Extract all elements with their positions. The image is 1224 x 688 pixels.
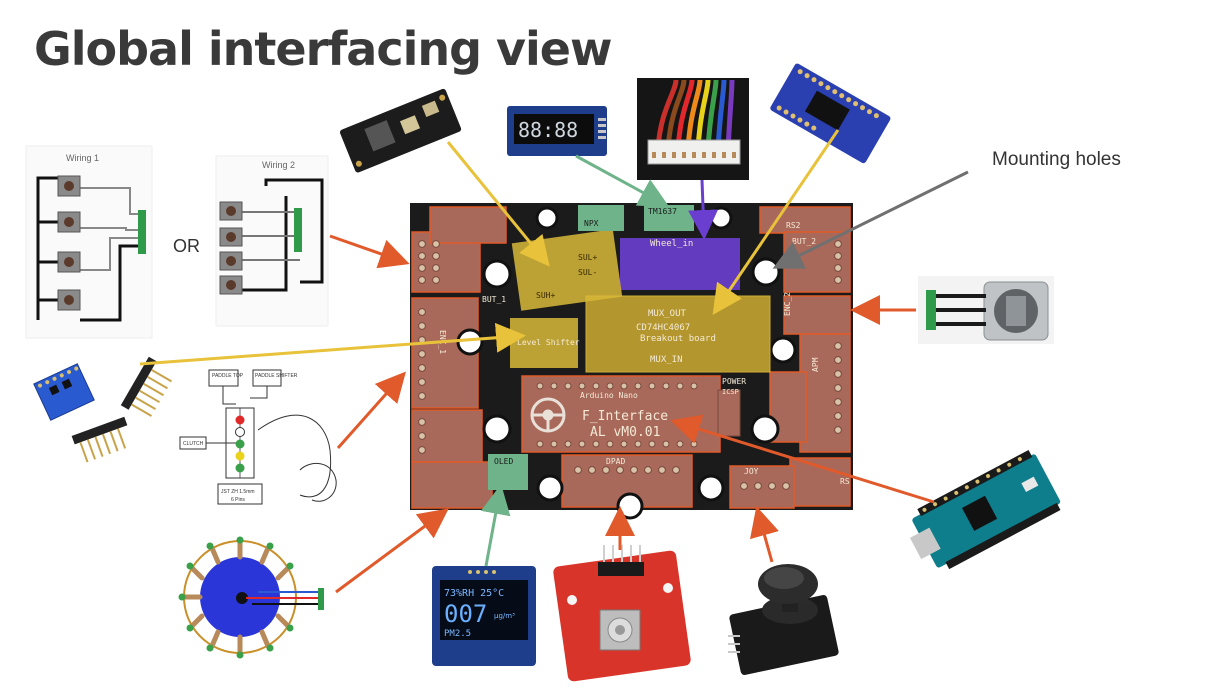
oled-text: OLED <box>494 457 513 466</box>
version-text: AL vM0.01 <box>590 425 660 440</box>
arrow-7seg-to-tm1637 <box>575 154 670 207</box>
pcb-board: Wheel_in MUX_OUT CD74HC4067 Breakout boa… <box>410 203 853 520</box>
analog-joystick-module <box>728 564 839 675</box>
level-shifter-module <box>33 356 173 463</box>
connector-text: JST ZH 1.5mm <box>221 489 255 495</box>
mux-sub-text: Breakout board <box>640 334 716 344</box>
rotary-switch-diagram <box>178 536 324 659</box>
paddle-diagram: PADDLE TOP PADDLE SHIFTER CLUTCH JST ZH … <box>179 369 337 505</box>
level-shifter-text: Level Shifter <box>517 338 580 347</box>
rs-text: RS <box>840 477 850 486</box>
power-text: POWER <box>722 377 746 386</box>
wiring-1-diagram: Wiring 1 <box>25 145 153 339</box>
npx-text: NPX <box>584 219 599 228</box>
tm1637-header <box>644 205 694 231</box>
sul-minus-text: SUL- <box>578 268 597 277</box>
joy-text: JOY <box>744 467 759 476</box>
mounting-holes <box>456 206 797 520</box>
but2-text: BUT_2 <box>792 237 816 246</box>
ribbon-connector-photo <box>637 78 749 180</box>
oled-header <box>488 454 528 490</box>
regulator-module <box>339 88 462 173</box>
enc2-text: ENC_2 <box>783 292 792 316</box>
wheel-in-overlay <box>620 238 740 290</box>
arrow-mux-to-board <box>712 129 840 315</box>
arduino-nano-module <box>909 449 1061 570</box>
mux-chip-text: CD74HC4067 <box>636 323 690 333</box>
npx-header <box>578 205 624 231</box>
pcb-region-left-bottom <box>411 461 493 509</box>
potentiometer-module <box>918 276 1054 344</box>
paddle-shifter-text: PADDLE SHIFTER <box>255 373 298 379</box>
wheel-in-text: Wheel_in <box>650 239 693 249</box>
rs2-text: RS2 <box>786 221 801 230</box>
oled-value-text: 007 <box>444 600 487 628</box>
oled-line1-text: 73%RH 25°C <box>444 588 504 599</box>
pcb-region-enc2 <box>783 295 851 335</box>
seven-segment-module: 88:88 <box>507 106 607 156</box>
arrow-mounting-holes <box>772 170 969 269</box>
pcb-region-top-right <box>759 206 851 234</box>
icsp-text: ICSP <box>722 388 739 396</box>
tm1637-text: TM1637 <box>648 207 677 216</box>
page-title: Global interfacing view <box>34 22 612 76</box>
nano-text: Arduino Nano <box>580 391 638 400</box>
paddle-top-text: PADDLE TOP <box>212 373 244 379</box>
wiring-1-title: Wiring 1 <box>66 153 99 163</box>
suh-plus-text: SUH+ <box>536 291 555 300</box>
f-interface-text: F_Interface <box>582 409 668 424</box>
oled-unit-text: μg/m³ <box>494 612 515 620</box>
oled-module: 73%RH 25°C 007 μg/m³ PM2.5 <box>432 566 536 666</box>
apm-text: APM <box>811 357 820 372</box>
dpad-text: DPAD <box>606 457 625 466</box>
wiring-2-title: Wiring 2 <box>262 160 295 170</box>
mounting-holes-label: Mounting holes <box>992 149 1121 170</box>
or-label: OR <box>173 236 200 256</box>
mux-out-text: MUX_OUT <box>648 309 687 319</box>
oled-line3-text: PM2.5 <box>444 629 471 639</box>
pcb-region-apm <box>799 333 851 453</box>
arrow-regulator-to-board <box>446 141 550 267</box>
arrow-oled-to-header <box>480 484 511 567</box>
steering-wheel-logo <box>530 397 566 433</box>
mux-in-text: MUX_IN <box>650 355 683 365</box>
mux-breakout-module <box>770 63 891 164</box>
sul-plus-text: SUL+ <box>578 253 597 262</box>
arrow-wiring-to-but1 <box>329 234 410 269</box>
pins-text: 6 Pins <box>231 497 245 503</box>
arrow-levelshifter-to-board <box>139 322 526 366</box>
clutch-text: CLUTCH <box>183 441 204 447</box>
seven-segment-text: 88:88 <box>518 118 578 142</box>
pcb-region-top-left <box>429 206 507 244</box>
navigation-switch-module <box>553 545 691 682</box>
arrow-rotary-to-board <box>335 508 449 594</box>
arrow-joystick-to-joy <box>750 506 779 563</box>
arrow-paddle-to-enc1 <box>336 371 406 449</box>
wiring-2-diagram: Wiring 2 <box>215 155 329 327</box>
arrow-ribbon-to-wheelin <box>688 179 719 240</box>
but1-text: BUT_1 <box>482 295 506 304</box>
arrow-nano-to-board <box>670 414 935 504</box>
